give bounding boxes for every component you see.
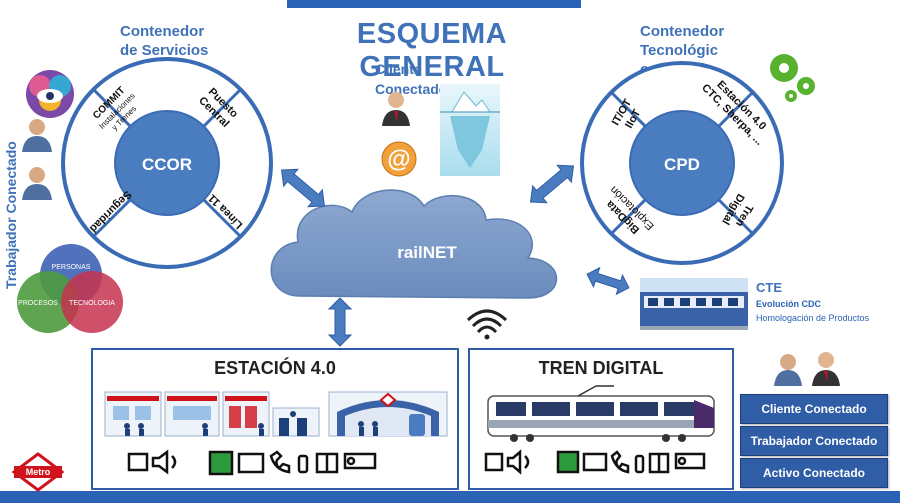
ccor-hub-label: CCOR — [142, 155, 192, 174]
iceberg-icon — [440, 84, 500, 176]
tren-illustration — [484, 385, 715, 475]
client-icon-right — [812, 352, 840, 386]
page-title: ESQUEMA GENERAL — [356, 18, 508, 83]
cpd-ring: CPD IT/OT IIoT Estación 4.0 CTC, Sherpa,… — [580, 61, 784, 265]
venn-people-label: PERSONAS — [52, 264, 91, 271]
businessman-icon — [382, 92, 410, 126]
venn-technology-label: TECNOLOGIA — [69, 300, 115, 307]
station-platform-scene — [328, 391, 448, 437]
railnet-cloud: railNET — [270, 189, 558, 299]
tech-heading-line2: Tecnológic — [640, 42, 719, 59]
gears-icon — [770, 54, 815, 102]
turnstile-icon — [343, 452, 377, 470]
estacion-panel-title: ESTACIÓN 4.0 — [214, 358, 336, 378]
arrow-cte-cloud — [586, 266, 630, 296]
worker-connected-button[interactable]: Trabajador Conectado — [740, 426, 888, 456]
worker-icon-1 — [22, 119, 52, 152]
client-label-line1: Cliente — [375, 61, 422, 77]
speaker-icon — [151, 449, 169, 475]
tren-panel-title: TREN DIGITAL — [538, 358, 664, 378]
train-image — [487, 385, 715, 442]
cloud-label: railNET — [397, 243, 457, 262]
tren-panel: TREN DIGITAL — [468, 348, 734, 490]
cte-line2: Homologación de Productos — [756, 313, 870, 323]
worker-icon-2 — [22, 167, 52, 200]
service-heading-line2: de Servicios — [120, 42, 209, 59]
service-container-heading: Contenedor de Servicios — [120, 22, 208, 60]
tech-heading-line1: Contenedor — [640, 23, 725, 40]
cte-building-image — [640, 278, 748, 330]
cpd-hub-label: CPD — [664, 155, 700, 174]
tren-icon-strip — [484, 449, 706, 475]
metro-logo — [11, 452, 65, 492]
train-fire-extinguisher-icon — [634, 454, 645, 474]
train-turnstile-icon — [674, 452, 706, 470]
arrow-right-cloud — [529, 164, 575, 204]
top-accent-bar — [287, 0, 581, 8]
brain-eye-icon — [26, 70, 74, 118]
worker-icon-right — [774, 354, 802, 386]
train-screen-icon — [484, 452, 504, 472]
train-sound-wave-icon — [524, 455, 530, 469]
station-scene-3 — [222, 391, 270, 437]
cte-line1: Evolución CDC — [756, 299, 822, 309]
metro-logo-text: Metro — [26, 467, 51, 477]
estacion-panel: ESTACIÓN 4.0 — [91, 348, 459, 490]
people-process-technology-venn: PERSONAS PROCESOS TECNOLOGIA — [17, 244, 123, 333]
train-emergency-exit-icon — [556, 450, 580, 474]
svg-text:@: @ — [387, 146, 410, 173]
touch-screen-icon — [237, 452, 265, 474]
arrow-cloud-station — [327, 297, 353, 347]
train-touch-screen-icon — [582, 452, 608, 472]
client-connected-button[interactable]: Cliente Conectado — [740, 394, 888, 424]
ccor-ring: CCOR COMMIT Instalaciones y Trenes Puest… — [61, 57, 273, 269]
ccor-hub — [114, 110, 220, 216]
emergency-exit-icon — [208, 450, 234, 476]
sound-wave-icon — [171, 455, 177, 469]
station-scene-2 — [164, 391, 220, 437]
arrow-left-cloud — [280, 168, 326, 208]
cte-title: CTE — [756, 280, 782, 295]
bottom-accent-bar — [0, 491, 900, 503]
estacion-icon-strip — [127, 449, 377, 476]
cpd-hub — [629, 110, 735, 216]
station-scene-1 — [104, 391, 162, 437]
venn-process-label: PROCESOS — [18, 300, 58, 307]
train-phone-icon — [610, 450, 630, 474]
train-speaker-icon — [506, 449, 522, 475]
screen-icon — [127, 452, 149, 472]
station-scene-4 — [272, 407, 320, 437]
wireless-signal-icon — [466, 309, 508, 340]
phone-icon — [269, 450, 291, 474]
fire-extinguisher-icon — [297, 454, 309, 474]
estacion-illustration — [104, 391, 448, 476]
email-at-icon: @ — [381, 141, 417, 177]
service-heading-line1: Contenedor — [120, 23, 205, 40]
asset-connected-button[interactable]: Activo Conectado — [740, 458, 888, 488]
